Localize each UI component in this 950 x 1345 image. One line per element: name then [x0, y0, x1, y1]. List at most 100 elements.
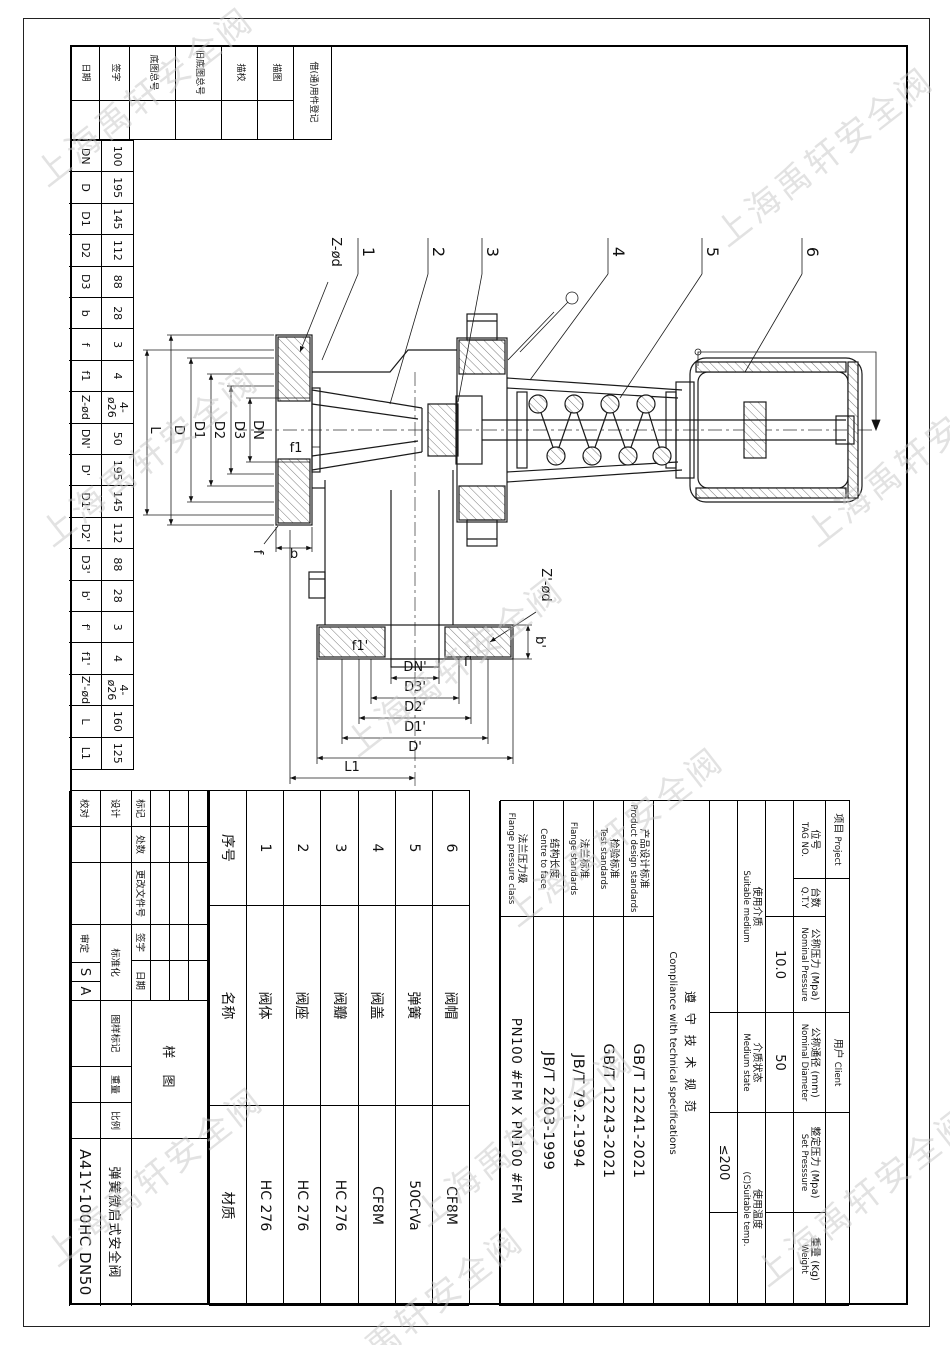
dim-label-d22: D2' [404, 700, 426, 715]
dim-label-f2: f' [464, 655, 472, 670]
strip-label-old-base-no: 旧底图总号 [194, 49, 205, 95]
change-cell [169, 827, 188, 863]
sign-label-design: 设计 [100, 791, 131, 827]
change-cell [169, 961, 188, 1001]
strip-blank [258, 100, 293, 139]
sign-cell [69, 863, 100, 925]
test-standard-value: GB/T 12243-2021 [593, 917, 623, 1306]
centre-to-face-cn: 结构长度 [547, 838, 559, 879]
set-pressure-value [765, 1113, 793, 1213]
change-cell [169, 791, 188, 827]
flange-pressure-class-en: Flange pressure class [506, 812, 517, 905]
dim-label-l1: L1 [344, 760, 360, 775]
part-name: 阀盖 [357, 906, 395, 1106]
change-cell [150, 791, 169, 827]
change-cell [188, 863, 207, 925]
stamp-a: A [69, 982, 100, 1001]
client-value [825, 1113, 849, 1306]
weight-value [765, 1213, 793, 1306]
sample-drawing-label: 样 图 [131, 1001, 207, 1139]
tag-qty-value [765, 801, 793, 917]
weight-label: 重量 [100, 1067, 131, 1103]
dim-value: 28 [101, 580, 133, 612]
dim-label-d12: D1' [404, 720, 426, 735]
part-no: 4 [357, 791, 395, 906]
flange-standard-cn: 法兰标准 [577, 838, 589, 879]
nominal-diameter-value: 50 [765, 1013, 793, 1113]
change-header-signature: 签字 [131, 925, 150, 961]
change-header-date: 日期 [131, 961, 150, 1001]
strip-blank [100, 100, 129, 139]
strip-label-proof: 描校 [235, 63, 246, 82]
change-cell [169, 925, 188, 961]
tag-no-cn: 位号 [808, 829, 820, 850]
dim-label-d: D [171, 425, 186, 435]
set-pressure-en: Set Presssure [799, 1133, 810, 1192]
outlet-dimension-lines [289, 530, 514, 784]
sign-cell [100, 827, 131, 863]
dim-label: f [69, 329, 101, 361]
dim-label: L [69, 706, 101, 738]
part-material: HC 276 [246, 1106, 284, 1306]
sign-label-approve: 审定 [69, 925, 100, 963]
change-cell [169, 863, 188, 925]
inlet-dimension-lines [143, 334, 310, 526]
part-name: 阀体 [246, 906, 284, 1106]
dim-value: 3 [101, 329, 133, 361]
callout-3: 3 [483, 247, 502, 257]
strip-blank [130, 100, 175, 139]
dim-value: 4-ø26 [101, 392, 133, 424]
dim-label: f1 [69, 360, 101, 393]
dim-value: 125 [101, 737, 133, 769]
client-label-en: Client [832, 1061, 843, 1087]
dim-label-f12: f1' [352, 639, 368, 654]
dim-label-d3: D3 [231, 421, 246, 439]
dim-label-d32: D3' [404, 680, 426, 695]
suitable-medium-en: Suitable medium [741, 870, 752, 943]
dim-label-l: L [147, 426, 162, 434]
centerlines [238, 372, 872, 788]
dim-value: 112 [101, 517, 133, 550]
dim-value: 28 [101, 297, 133, 330]
dim-label-z2-od: Z'-ød [538, 568, 553, 601]
part-no: 2 [283, 791, 321, 906]
tag-no-en: TAG NO. [799, 822, 810, 857]
nominal-pressure-value: 10.0 [765, 917, 793, 1013]
part-name: 阀帽 [431, 906, 469, 1106]
part-material: CF8M [357, 1106, 395, 1306]
dim-label: Z'-ød [69, 674, 101, 707]
strip-label-base-no: 底图总号 [148, 54, 159, 91]
dim-label-f1: f1 [290, 441, 303, 456]
part-name: 阀座 [283, 906, 321, 1106]
dim-label-dn: DN [250, 420, 265, 440]
small-dimensions [263, 281, 537, 660]
dim-value: 88 [101, 266, 133, 298]
flange-pressure-class-value: PN100 #FM X PN100 #FM [499, 917, 533, 1306]
dim-value: 100 [101, 141, 133, 173]
dim-value: 160 [101, 706, 133, 738]
sign-label-check: 校对 [69, 791, 100, 827]
parts-header-name: 名称 [209, 906, 247, 1106]
qty-cn: 台数 [808, 887, 820, 908]
product-name: 弹簧微启式安全阀 [100, 1139, 131, 1306]
dim-value: 195 [101, 454, 133, 487]
part-no: 1 [246, 791, 284, 906]
dim-value: 3 [101, 611, 133, 644]
suitable-medium-value [709, 801, 737, 1013]
dim-value: 4 [101, 643, 133, 675]
change-header-count: 处数 [131, 827, 150, 863]
dim-label: b [69, 297, 101, 330]
set-pressure-cn: 整定压力 (Mpa) [808, 1126, 820, 1199]
nominal-pressure-en: Nominal Pressure [799, 927, 810, 1002]
dim-value: 145 [101, 486, 133, 518]
parts-header-no: 序号 [209, 791, 247, 906]
weight-value [69, 1067, 100, 1103]
change-cell [188, 961, 207, 1001]
qty-en: Q.T.Y [799, 886, 810, 909]
strip-blank [70, 100, 99, 139]
change-cell [150, 863, 169, 925]
part-name: 阀瓣 [320, 906, 358, 1106]
